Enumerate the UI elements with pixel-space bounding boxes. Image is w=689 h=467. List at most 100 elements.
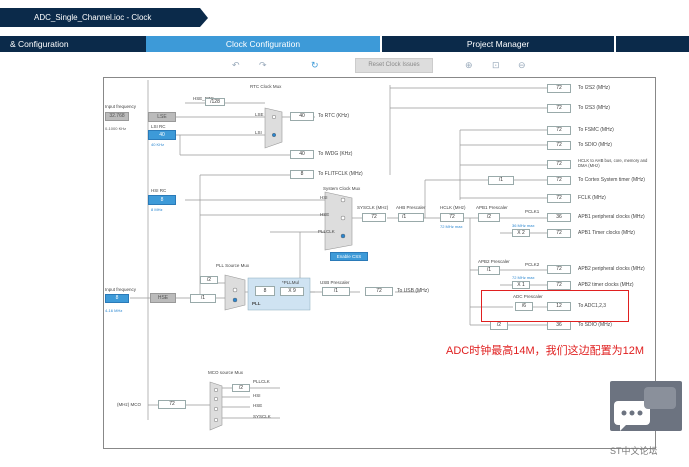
pll-source-mux[interactable] <box>224 274 246 311</box>
output-value-i2s3: 72 <box>547 104 571 113</box>
zoom-in-icon[interactable]: ⊕ <box>465 60 473 70</box>
output-label-fsmc: To FSMC (MHz) <box>578 127 614 133</box>
hse-range-label: 4-16 MHz <box>105 308 123 313</box>
pclk1-label: PCLK1 <box>525 209 540 214</box>
refresh-icon[interactable]: ↻ <box>311 60 319 70</box>
zoom-out-icon[interactable]: ⊖ <box>518 60 526 70</box>
system-clock-mux[interactable] <box>324 191 353 251</box>
output-value-sdio2: 36 <box>547 321 571 330</box>
tab-project-manager[interactable]: Project Manager <box>466 39 530 49</box>
tab-pinout-configuration[interactable]: & Configuration <box>10 39 69 49</box>
hse-rtc-label: HSE_RTC <box>193 96 214 101</box>
output-label-fclk: FCLK (MHz) <box>578 195 606 201</box>
lse-range-label: 0-1000 KHz <box>105 126 127 131</box>
output-value-hclk-ahb: 72 <box>547 160 571 169</box>
rtc-value-field: 40 <box>290 112 314 121</box>
pll-label: PLL <box>252 301 261 306</box>
hclk-label: HCLK (MHz) <box>440 205 466 210</box>
fit-to-screen-icon[interactable]: ⊡ <box>492 60 500 70</box>
iwdg-value-field: 40 <box>290 150 314 159</box>
apb2-timer-multiplier: X 1 <box>512 281 530 289</box>
enable-css-button[interactable]: Enable CSS <box>330 252 368 261</box>
radio-mco-sysclk[interactable] <box>213 417 219 423</box>
apb1-prescaler-select[interactable]: /2 <box>478 213 500 222</box>
mco-sysclk-label: SYSCLK <box>253 414 271 419</box>
pll-mul-label: *PLLMul <box>282 280 300 285</box>
radio-rtc-lse[interactable] <box>271 114 277 120</box>
mco-value-field: 72 <box>158 400 186 409</box>
pclk2-label: PCLK2 <box>525 262 540 267</box>
hclk-value-field[interactable]: 72 <box>440 213 464 222</box>
output-value-fclk: 72 <box>547 194 571 203</box>
adc-annotation: ADC时钟最高14M，我们这边配置为12M <box>446 345 645 357</box>
rtc-lsi-label: LSI <box>255 130 262 135</box>
tab-clock-configuration[interactable]: Clock Configuration <box>146 36 380 52</box>
rtc-output-label: To RTC (KHz) <box>318 113 350 119</box>
radio-mco-hse[interactable] <box>213 406 219 412</box>
hse-rtc-divider[interactable]: /128 <box>205 98 225 106</box>
usb-output-label: To USB (MHz) <box>397 288 429 294</box>
tab-divider <box>380 36 382 52</box>
sysclk-label: SYSCLK (MHz) <box>357 205 389 210</box>
usb-value-field: 72 <box>365 287 393 296</box>
radio-mco-pll[interactable] <box>213 387 219 393</box>
adc-prescaler-label: ADC Prescaler <box>513 294 543 299</box>
radio-rtc-lsi[interactable] <box>271 132 277 138</box>
hsi-block: 8 <box>148 195 176 205</box>
adc-highlight-box <box>481 290 629 322</box>
pclk1-max-label: 36 MHz max <box>512 223 535 228</box>
output-value-adc: 12 <box>547 302 571 311</box>
apb2-prescaler-select[interactable]: /1 <box>478 266 500 275</box>
output-label-sdio2: To SDIO (MHz) <box>578 322 612 328</box>
output-label-apb1-periph: APB1 peripheral clocks (MHz) <box>578 214 645 220</box>
output-label-apb1-timer: APB1 Timer clocks (MHz) <box>578 230 635 236</box>
iwdg-output-label: To IWDG (KHz) <box>318 151 353 157</box>
output-label-i2s2: To I2S2 (MHz) <box>578 85 610 91</box>
pll-input-field: 8 <box>255 286 275 296</box>
sys-pllclk-label: PLLCLK <box>318 229 335 234</box>
hse-input-frequency-field[interactable]: 8 <box>105 294 129 303</box>
sysclk-value-field[interactable]: 72 <box>362 213 386 222</box>
output-value-apb2-periph: 72 <box>547 265 571 274</box>
rtc-clock-mux-label: RTC Clock Mux <box>250 84 282 89</box>
ahb-prescaler-label: AHB Prescaler <box>396 205 426 210</box>
usb-prescaler-select[interactable]: /1 <box>322 287 350 296</box>
forum-logo-icon <box>610 381 682 431</box>
input-frequency-label: Input frequency <box>105 104 137 109</box>
mco-pll-divider: /2 <box>232 384 250 392</box>
hse-pll-divider[interactable]: /1 <box>190 294 216 303</box>
pll-hsi-divider: /2 <box>200 276 218 284</box>
radio-hse[interactable] <box>340 215 346 221</box>
output-label-hclk-ahb: HCLK to AHB bus, core, memory and DMA (M… <box>578 158 648 168</box>
radio-pll-hse[interactable] <box>232 297 238 303</box>
mco-pllclk-label: PLLCLK <box>253 379 270 384</box>
hse-block[interactable]: HSE <box>150 293 176 303</box>
radio-mco-hsi[interactable] <box>213 396 219 402</box>
radio-pllclk[interactable] <box>340 233 346 239</box>
pll-mul-select[interactable]: X 9 <box>280 287 304 296</box>
rtc-clock-mux[interactable] <box>264 107 283 149</box>
adc-prescaler-select[interactable]: /6 <box>515 302 533 311</box>
radio-hsi[interactable] <box>340 197 346 203</box>
output-label-apb2-periph: APB2 peripheral clocks (MHz) <box>578 266 645 272</box>
output-value-apb2-timer: 72 <box>547 281 571 290</box>
rtc-lse-label: LSE <box>255 112 264 117</box>
redo-icon[interactable]: ↷ <box>259 60 267 70</box>
apb1-timer-multiplier: X 2 <box>512 229 530 237</box>
radio-pll-hsi[interactable] <box>232 287 238 293</box>
hsi-rc-label: HSI RC <box>151 188 167 193</box>
cortex-timer-divider[interactable]: /1 <box>488 176 514 185</box>
ahb-prescaler-select[interactable]: /1 <box>398 213 424 222</box>
undo-icon[interactable]: ↶ <box>232 60 240 70</box>
lse-block[interactable]: LSE <box>148 112 176 122</box>
lse-input-frequency-field[interactable]: 32.768 <box>105 112 129 121</box>
flitfclk-value-field: 8 <box>290 170 314 179</box>
flitfclk-output-label: To FLITFCLK (MHz) <box>318 171 363 177</box>
apb2-prescaler-label: APB2 Prescaler <box>478 259 510 264</box>
output-value-apb1-periph: 36 <box>547 213 571 222</box>
mco-source-mux[interactable] <box>209 381 223 431</box>
output-label-i2s3: To I2S3 (MHz) <box>578 105 610 111</box>
reset-clock-button[interactable]: Reset Clock Issues <box>355 58 433 73</box>
output-value-cortex: 72 <box>547 176 571 185</box>
lsi-khz-label: 40 KHz <box>151 142 165 147</box>
